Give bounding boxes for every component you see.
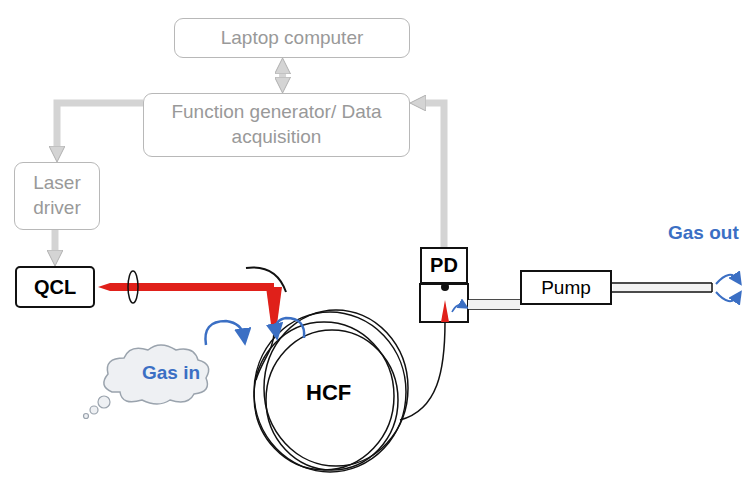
gas-bubble	[90, 406, 98, 414]
signal-arrow	[426, 103, 444, 247]
gas-flow-arrow	[716, 292, 738, 301]
gas-flow-arrow	[452, 305, 464, 312]
mirror	[246, 268, 286, 293]
laser-beam	[266, 287, 282, 332]
signal-arrow	[279, 74, 286, 77]
detector-box: PD	[420, 247, 468, 284]
gas-tube	[613, 284, 711, 291]
fiber-label: HCF	[306, 380, 351, 406]
gas-tube	[612, 283, 712, 292]
detector-dot	[441, 283, 449, 291]
fiber-coil	[266, 330, 398, 470]
gas-label: Gas in	[142, 362, 200, 384]
gas-flow-arrow	[716, 275, 738, 284]
gas-cloud	[104, 345, 209, 404]
driver-box: Laser driver	[14, 162, 100, 230]
fiber-coil	[254, 312, 406, 472]
gas-tube	[468, 300, 520, 309]
gas-bubble	[98, 396, 110, 408]
fiber-tip	[441, 300, 449, 322]
pump-box: Pump	[520, 270, 612, 305]
signal-arrow	[57, 103, 143, 146]
laser-beam	[98, 283, 274, 291]
laser-box: QCL	[15, 266, 95, 308]
gas-cell	[420, 284, 468, 322]
box-text: Laser driver	[23, 171, 91, 220]
gas-flow-arrow	[205, 321, 244, 345]
box-text: Pump	[541, 277, 591, 299]
gas-label: Gas out	[668, 222, 739, 244]
box-text: Function generator/ Data acquisition	[152, 100, 401, 149]
box-text: Laptop computer	[221, 26, 364, 51]
box-text: PD	[430, 254, 458, 277]
gas-flow-arrow	[276, 318, 304, 338]
box-text: QCL	[34, 276, 76, 299]
computer-box: Laptop computer	[174, 18, 410, 58]
gas-tube	[468, 300, 520, 309]
fiber	[400, 322, 445, 420]
daq-box: Function generator/ Data acquisition	[143, 93, 410, 157]
gas-bubble	[84, 414, 89, 419]
lens	[128, 271, 138, 303]
signal-arrow	[52, 230, 59, 250]
